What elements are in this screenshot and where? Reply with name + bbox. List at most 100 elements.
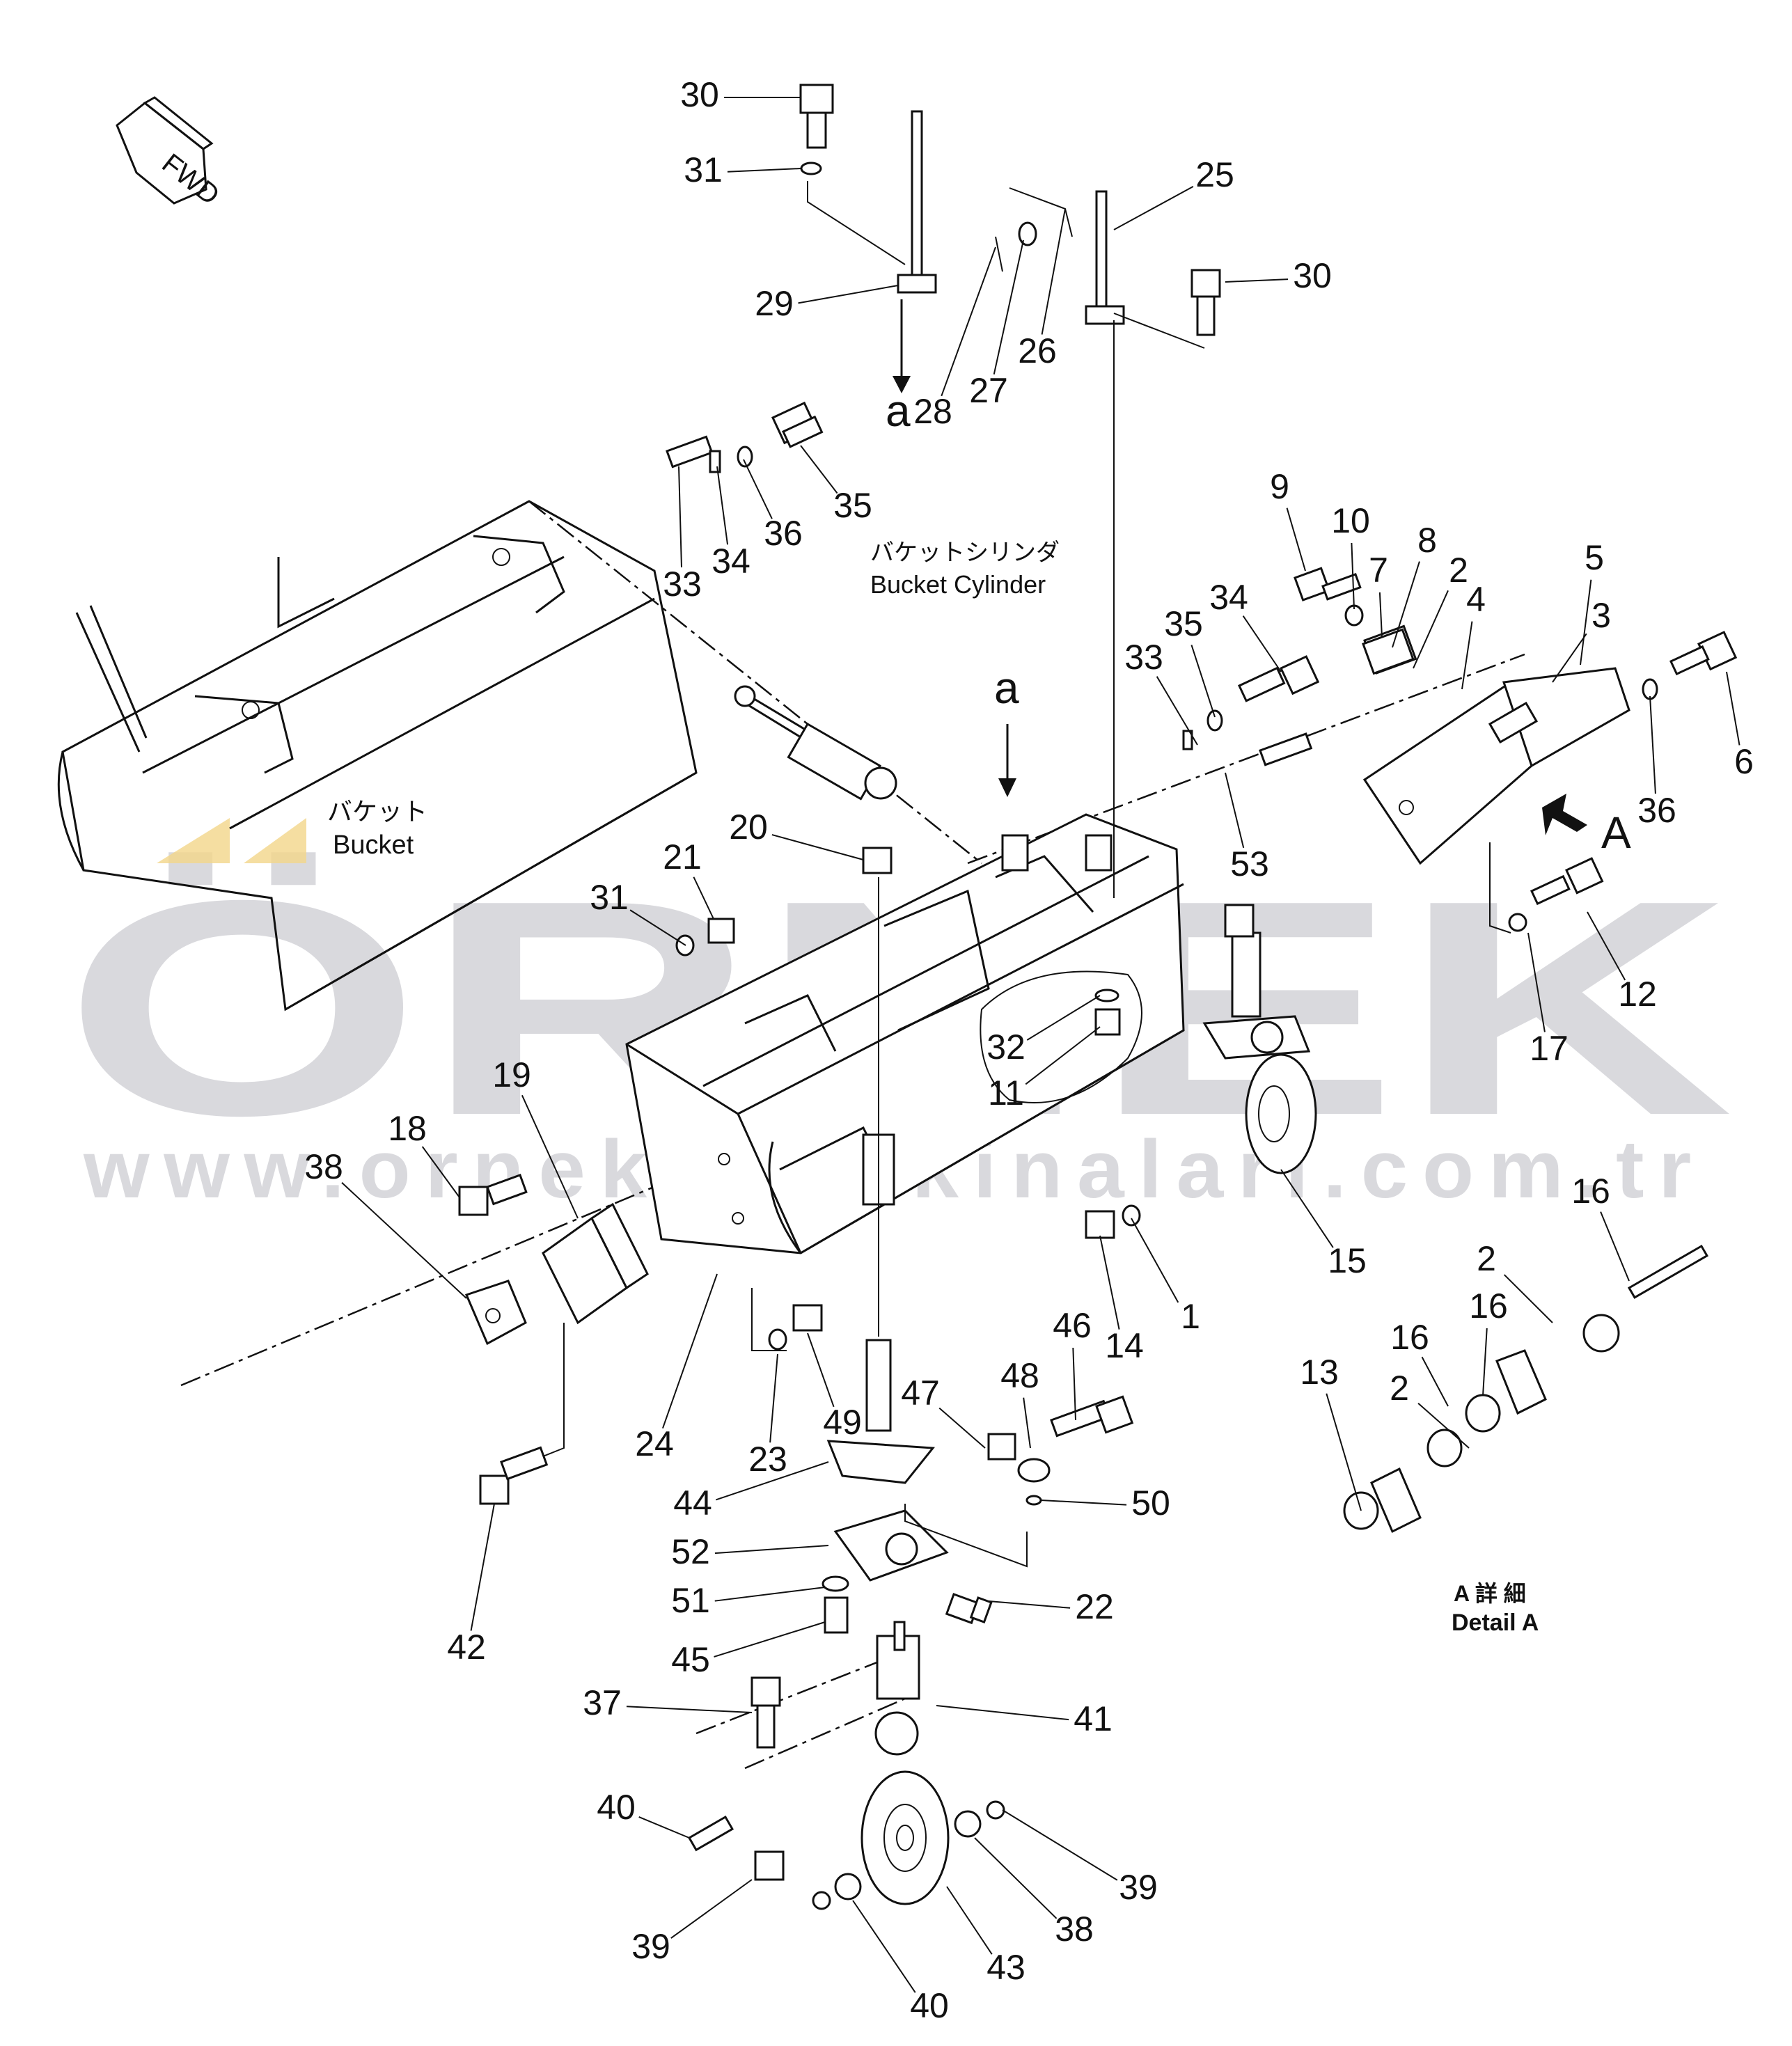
callout-leader xyxy=(716,466,729,545)
callout-leader xyxy=(670,1879,753,1939)
detail-label-en: Detail A xyxy=(1452,1610,1539,1636)
callout-number: 31 xyxy=(590,878,629,917)
cylinder-label-en: Bucket Cylinder xyxy=(870,570,1046,599)
callout-number: 4 xyxy=(1466,580,1486,619)
callout-number: 36 xyxy=(1637,791,1676,830)
marker-arrow-mid xyxy=(998,724,1016,797)
callout-leader xyxy=(714,1587,826,1602)
callout-leader xyxy=(769,1353,778,1443)
callout-number: 19 xyxy=(492,1055,531,1094)
callout-leader xyxy=(715,1461,829,1501)
callout-number: 50 xyxy=(1131,1484,1170,1522)
callout-number: 16 xyxy=(1390,1318,1429,1357)
rotate-bracket-17 xyxy=(458,1173,649,1505)
callout-leader xyxy=(1413,590,1449,669)
callout-number: 40 xyxy=(597,1788,636,1827)
detail-patch xyxy=(980,970,1142,1103)
callout-leader xyxy=(852,1900,916,1993)
callout-number: 40 xyxy=(910,1986,949,2025)
callout-leader xyxy=(626,1706,753,1713)
callout-number: 20 xyxy=(729,808,768,847)
fwd-arrow: FWD xyxy=(116,96,225,211)
callout-leader xyxy=(1421,1356,1449,1407)
callout-number: 52 xyxy=(671,1532,710,1571)
callout-leader xyxy=(941,246,996,397)
callout-number: 29 xyxy=(755,284,794,323)
callout-number: 51 xyxy=(671,1581,710,1620)
callout-leader xyxy=(1417,1403,1470,1449)
callout-leader xyxy=(743,459,773,519)
callout-number: 39 xyxy=(1119,1868,1158,1907)
callout-number: 2 xyxy=(1390,1369,1409,1408)
callout-leader xyxy=(1156,676,1198,746)
callout-leader xyxy=(936,1705,1069,1721)
callout-leader xyxy=(1286,507,1306,572)
callout-leader xyxy=(974,1837,1058,1919)
callout-number: 42 xyxy=(447,1628,486,1667)
callout-number: 12 xyxy=(1618,975,1657,1014)
watermark-accent-left xyxy=(157,818,230,863)
callout-leader xyxy=(470,1503,495,1631)
callout-leader xyxy=(629,909,686,946)
callout-number: 3 xyxy=(1591,596,1611,635)
callout-leader xyxy=(1025,1026,1101,1085)
callout-leader xyxy=(1482,1328,1488,1396)
callout-number: 37 xyxy=(583,1683,622,1722)
bolt-30-top xyxy=(799,84,937,393)
callout-number: 10 xyxy=(1331,501,1370,540)
callout-leader xyxy=(1026,995,1101,1041)
callout-number: 24 xyxy=(635,1424,674,1463)
callout-leader xyxy=(714,1545,829,1555)
detail-a-hardware xyxy=(1294,567,1738,934)
callout-number: 1 xyxy=(1181,1297,1200,1336)
callout-number: 26 xyxy=(1018,331,1057,370)
callout-leader xyxy=(1099,1235,1120,1330)
bucket-label-jp: バケット xyxy=(327,797,427,826)
callout-number: 34 xyxy=(712,542,750,581)
callout-leader xyxy=(800,445,838,494)
callout-number: 31 xyxy=(684,150,723,189)
callout-leader xyxy=(1326,1393,1362,1511)
callout-leader xyxy=(1023,1397,1031,1449)
callout-number: 35 xyxy=(1164,604,1203,643)
bucket: バケット Bucket xyxy=(57,500,698,1012)
callout-number: 2 xyxy=(1477,1239,1496,1278)
callout-leader xyxy=(1378,592,1383,638)
callout-leader xyxy=(1113,185,1194,230)
callout-number: 14 xyxy=(1105,1326,1144,1365)
callout-leader xyxy=(1649,695,1656,794)
callout-leader xyxy=(638,1816,690,1839)
callout-leader xyxy=(938,1407,986,1449)
callout-leader xyxy=(1242,615,1282,672)
callout-leader xyxy=(521,1094,579,1219)
callout-number: 39 xyxy=(631,1927,670,1966)
callout-leader xyxy=(1600,1211,1630,1282)
callout-leader xyxy=(727,168,801,173)
callout-number: 36 xyxy=(764,514,803,553)
section-marker-a-top: a xyxy=(886,386,911,436)
callout-number: 47 xyxy=(901,1374,940,1412)
callout-number: 34 xyxy=(1209,578,1248,617)
callout-number: 32 xyxy=(987,1028,1025,1067)
leader-lines xyxy=(341,97,1740,1993)
callout-number: 53 xyxy=(1230,844,1269,883)
callout-number: 46 xyxy=(1053,1306,1092,1345)
callout-leader xyxy=(1131,1218,1179,1303)
callout-number: 15 xyxy=(1328,1241,1367,1280)
callout-leader xyxy=(1002,1809,1118,1881)
callout-number: 38 xyxy=(1055,1910,1094,1949)
callout-number: 11 xyxy=(988,1073,1024,1112)
callout-number: 18 xyxy=(388,1109,427,1148)
callout-number: 43 xyxy=(987,1948,1025,1987)
callout-leader xyxy=(1461,621,1473,690)
callout-leader xyxy=(993,239,1024,375)
callout-leader xyxy=(1225,772,1245,849)
callout-number: 41 xyxy=(1074,1699,1113,1738)
callout-number: 33 xyxy=(1124,638,1163,677)
callout-leader xyxy=(678,466,682,568)
callout-leader xyxy=(341,1182,467,1299)
callout-number: 22 xyxy=(1075,1587,1114,1626)
bucket-label-en: Bucket xyxy=(333,831,414,860)
